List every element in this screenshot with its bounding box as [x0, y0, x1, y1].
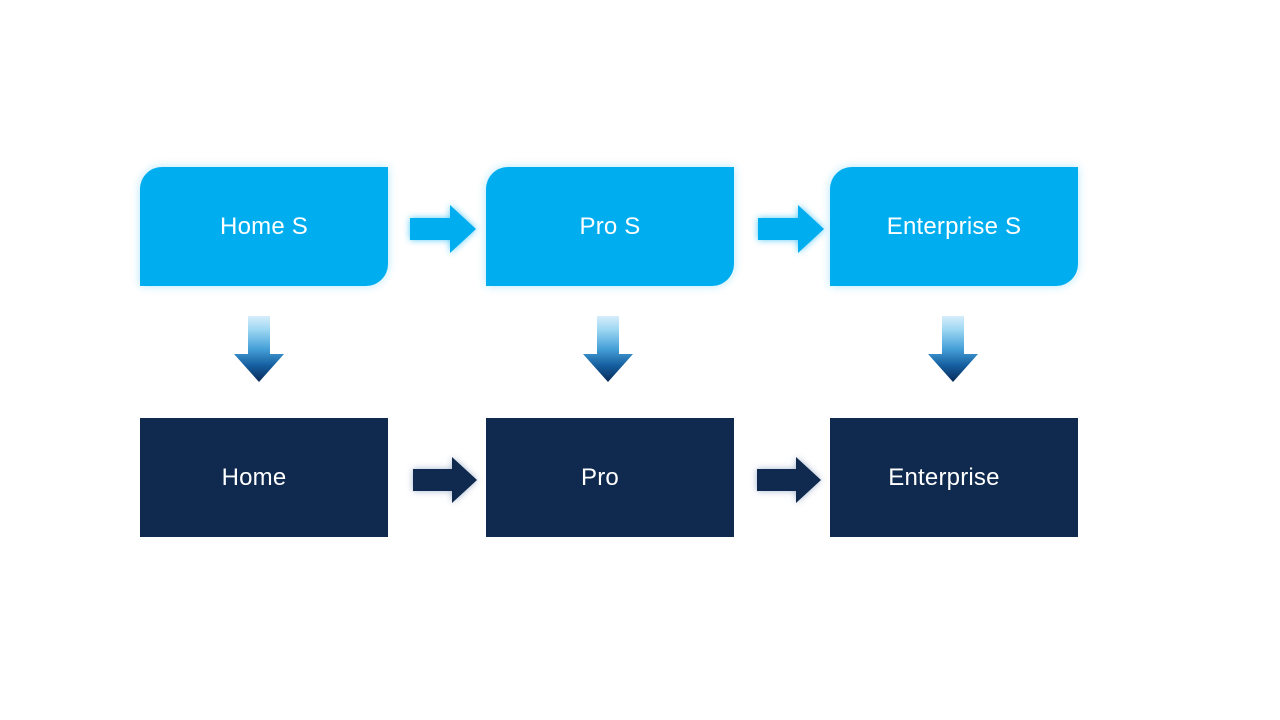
- box-pro-s-label: Pro S: [579, 212, 641, 240]
- box-enterprise: Enterprise: [830, 418, 1078, 537]
- down-arrow-icon: [234, 316, 284, 382]
- box-home-s-label: Home S: [220, 212, 308, 240]
- box-pro: Pro: [486, 418, 734, 537]
- right-arrow-icon: [757, 457, 821, 503]
- down-arrow-icon: [583, 316, 633, 382]
- box-pro-label: Pro: [581, 463, 619, 491]
- box-home-label: Home: [221, 463, 287, 491]
- box-home-s: Home S: [140, 167, 388, 286]
- box-enterprise-label: Enterprise: [888, 463, 1000, 491]
- box-pro-s: Pro S: [486, 167, 734, 286]
- down-arrow-icon: [928, 316, 978, 382]
- right-arrow-icon: [758, 205, 824, 253]
- box-enterprise-s: Enterprise S: [830, 167, 1078, 286]
- right-arrow-icon: [413, 457, 477, 503]
- box-home: Home: [140, 418, 388, 537]
- box-enterprise-s-label: Enterprise S: [886, 212, 1022, 240]
- right-arrow-icon: [410, 205, 476, 253]
